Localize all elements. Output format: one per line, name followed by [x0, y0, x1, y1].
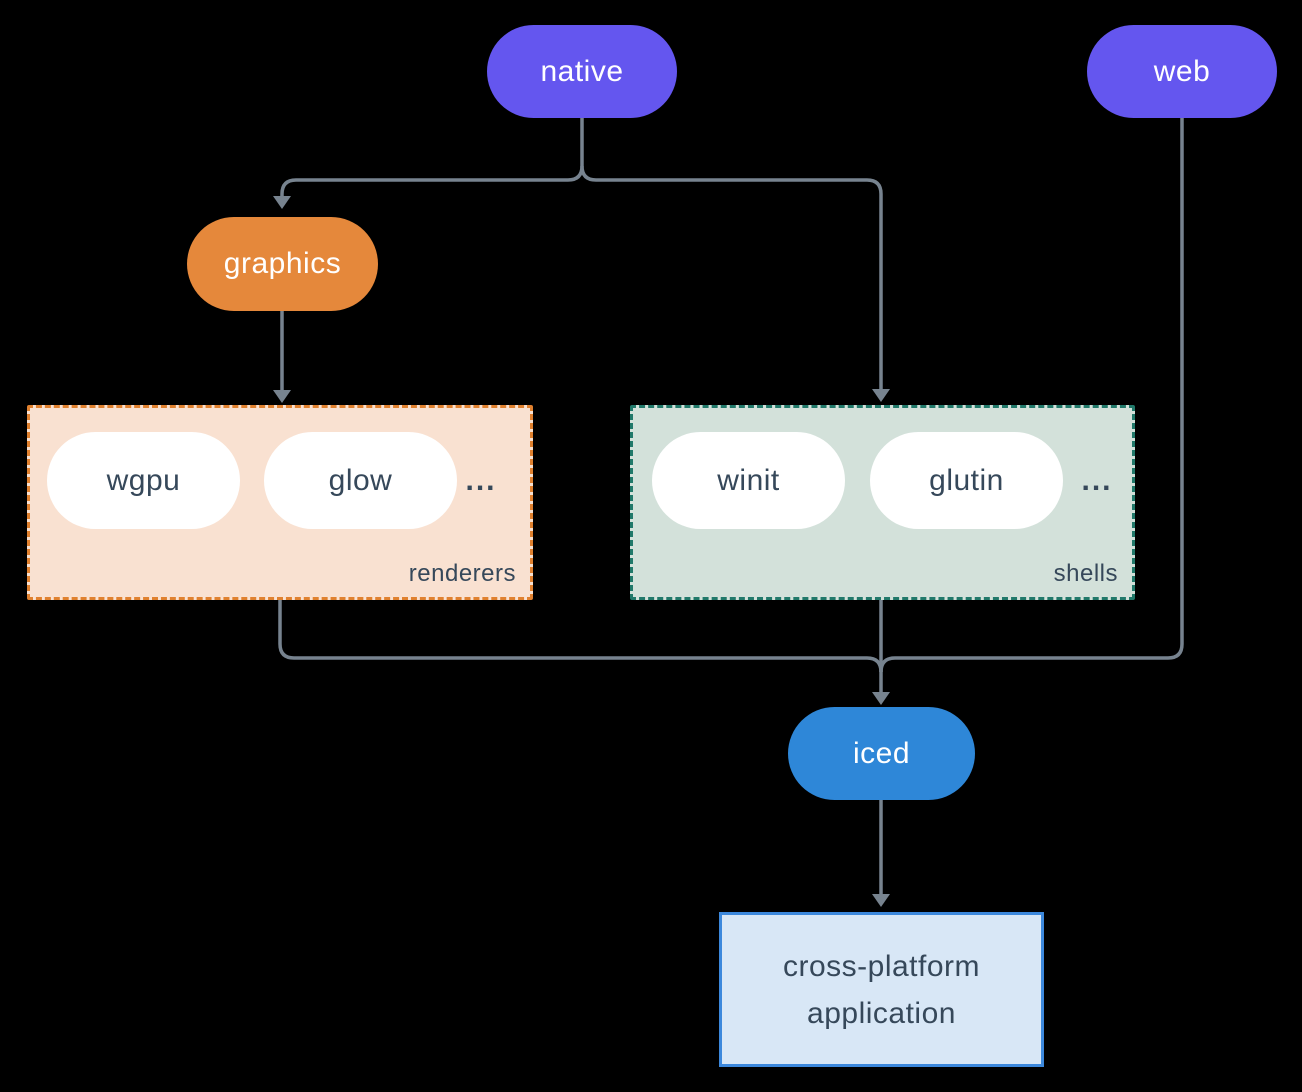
arrowhead-into-app [872, 894, 890, 907]
node-iced: iced [788, 707, 975, 800]
group-renderers: wgpu glow ... renderers [27, 405, 533, 600]
edge-renderers-to-iced [278, 600, 883, 673]
node-winit: winit [652, 432, 845, 529]
ellipsis-renderers: ... [465, 464, 497, 497]
edge-native-to-shells [580, 165, 883, 390]
arrowhead-into-renderers [273, 390, 291, 403]
arrowhead-into-graphics [273, 196, 291, 209]
app-label-line-2: application [807, 996, 956, 1030]
group-label-shells: shells [1053, 560, 1118, 587]
edge-native-to-graphics [280, 165, 584, 197]
group-label-renderers: renderers [408, 560, 516, 587]
node-graphics: graphics [187, 217, 378, 311]
node-glow: glow [264, 432, 457, 529]
app-label-line-1: cross-platform [782, 949, 981, 983]
arrowhead-into-shells [872, 389, 890, 402]
node-web: web [1087, 25, 1277, 118]
node-cross-platform-application: cross-platform application [719, 912, 1044, 1067]
node-native: native [487, 25, 677, 118]
ellipsis-shells: ... [1081, 464, 1113, 497]
node-glutin: glutin [870, 432, 1063, 529]
node-wgpu: wgpu [47, 432, 240, 529]
group-shells: winit glutin ... shells [630, 405, 1135, 600]
arrowhead-into-iced [872, 692, 890, 705]
